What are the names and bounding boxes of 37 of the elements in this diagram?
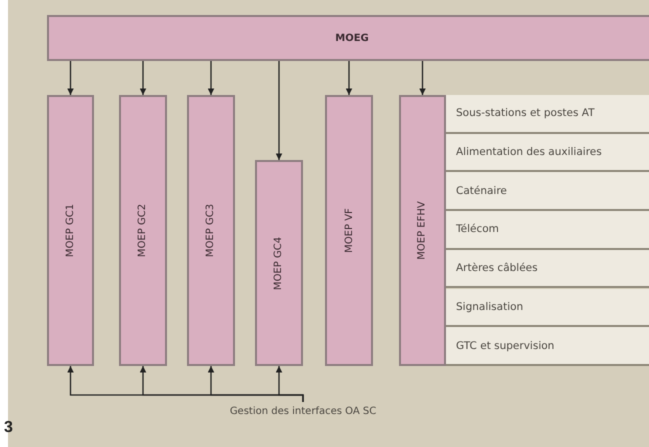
table-row	[446, 134, 649, 172]
arrow	[67, 61, 74, 95]
box-label: MOEP EFHV	[417, 201, 428, 260]
table-row	[446, 211, 649, 250]
arrow	[346, 61, 352, 95]
box-label: MOEP VF	[344, 208, 354, 253]
table-row	[446, 250, 649, 288]
row-label: Caténaire	[456, 184, 507, 197]
box-label: MOEG	[335, 32, 369, 44]
row-label: Artères câblées	[456, 262, 538, 274]
process-box	[399, 95, 446, 366]
row-label: Télécom	[456, 223, 499, 236]
box-label: MOEP GC4	[274, 236, 284, 290]
table-row	[446, 172, 649, 212]
box-label: MOEP GC3	[206, 204, 216, 258]
process-box	[47, 95, 94, 366]
row-label: Sous-stations et postes AT	[456, 107, 595, 120]
arrow	[276, 366, 304, 402]
process-box	[119, 95, 167, 366]
table-row	[446, 288, 649, 328]
row-label: GTC et supervision	[456, 340, 554, 352]
process-box	[255, 160, 303, 366]
arrow	[140, 61, 146, 95]
table-row	[446, 95, 649, 134]
process-box	[325, 95, 373, 366]
table-row	[446, 327, 649, 366]
arrow	[276, 61, 282, 160]
header-bar	[47, 15, 649, 61]
box-label: MOEP GC1	[65, 204, 76, 258]
row-label: Signalisation	[456, 300, 524, 313]
arrow	[208, 61, 214, 95]
arrow	[419, 61, 426, 95]
box-label: MOEP GC2	[138, 204, 148, 258]
figure-number: 3	[4, 419, 13, 437]
caption-text: Gestion des interfaces OA SC	[230, 406, 376, 416]
row-label: Alimentation des auxiliaires	[456, 146, 602, 158]
process-box	[187, 95, 235, 366]
